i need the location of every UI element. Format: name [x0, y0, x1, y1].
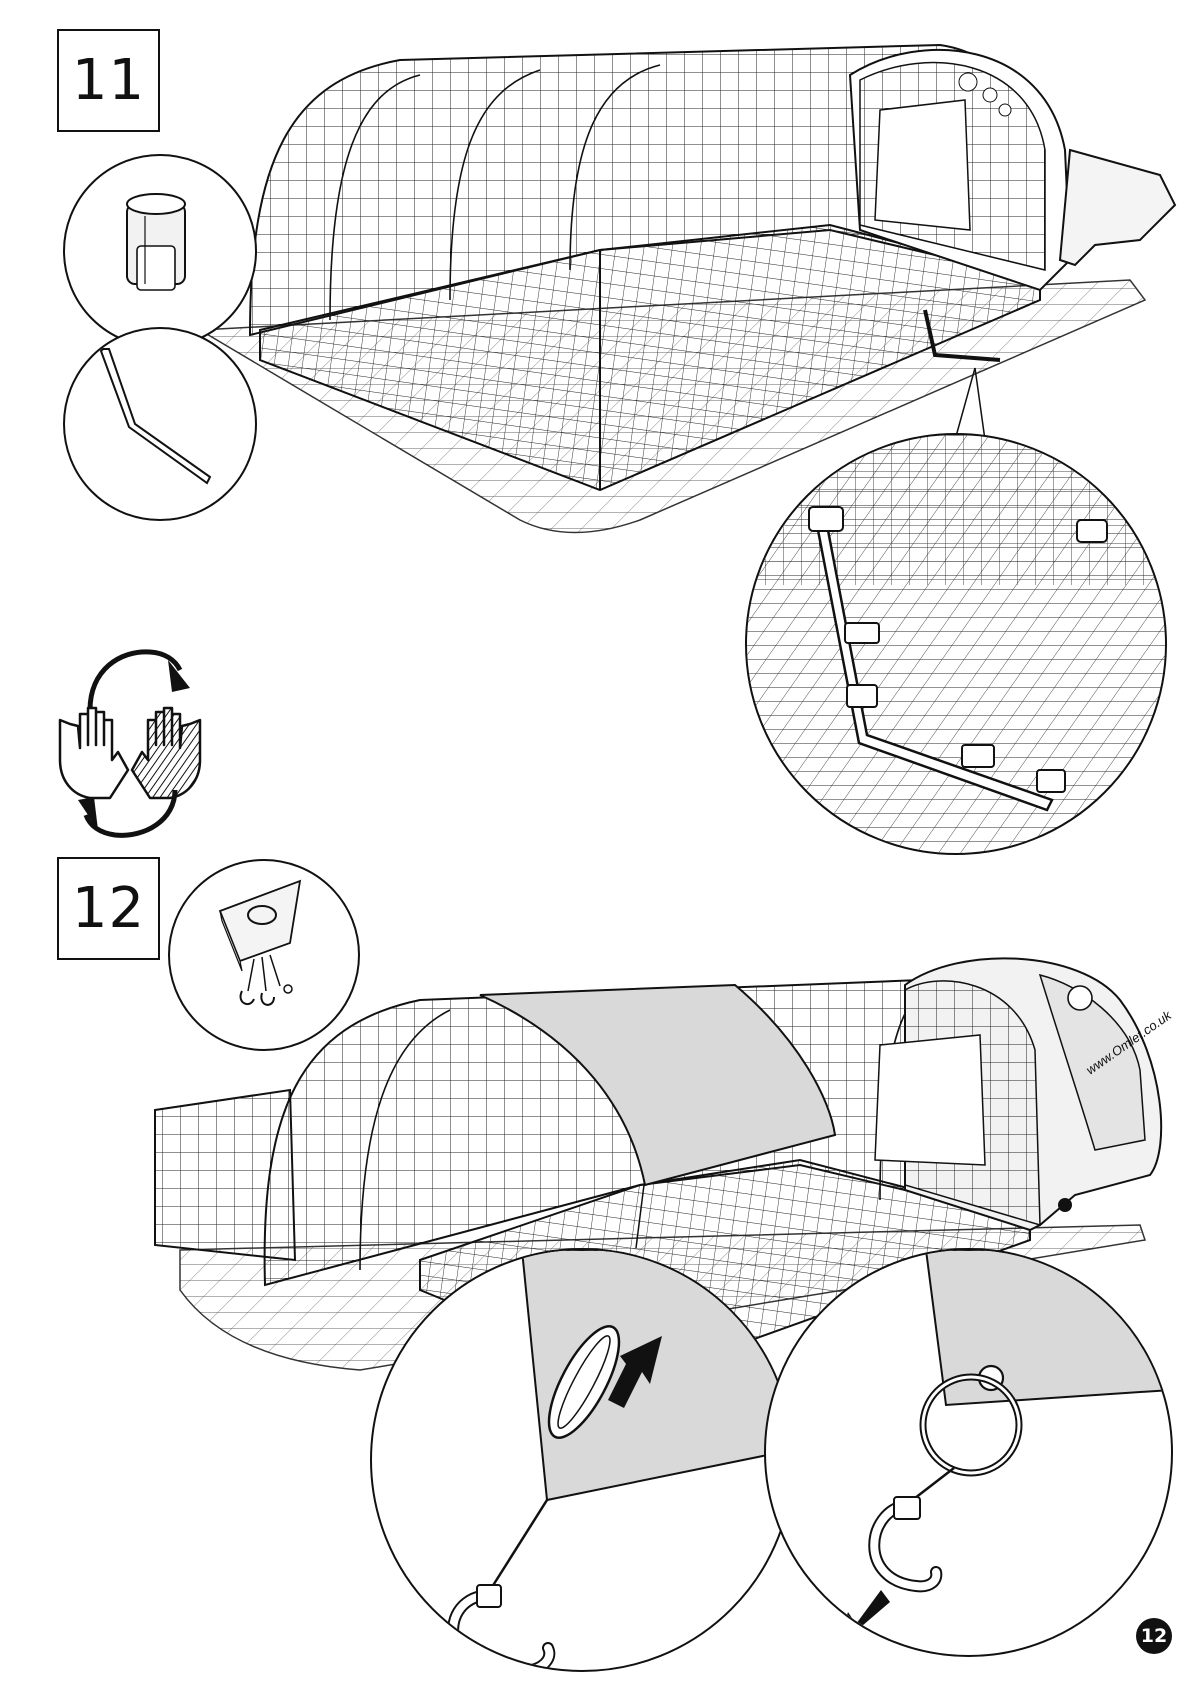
hook-into-eyelet-detail: [370, 1248, 794, 1672]
arrow-up-icon: [372, 1250, 792, 1670]
arrow-down-icon: [766, 1250, 1171, 1655]
page-number-badge: 12: [1136, 1618, 1172, 1654]
page-number: 12: [1141, 1625, 1167, 1647]
hook-pull-down-detail: [764, 1248, 1173, 1657]
